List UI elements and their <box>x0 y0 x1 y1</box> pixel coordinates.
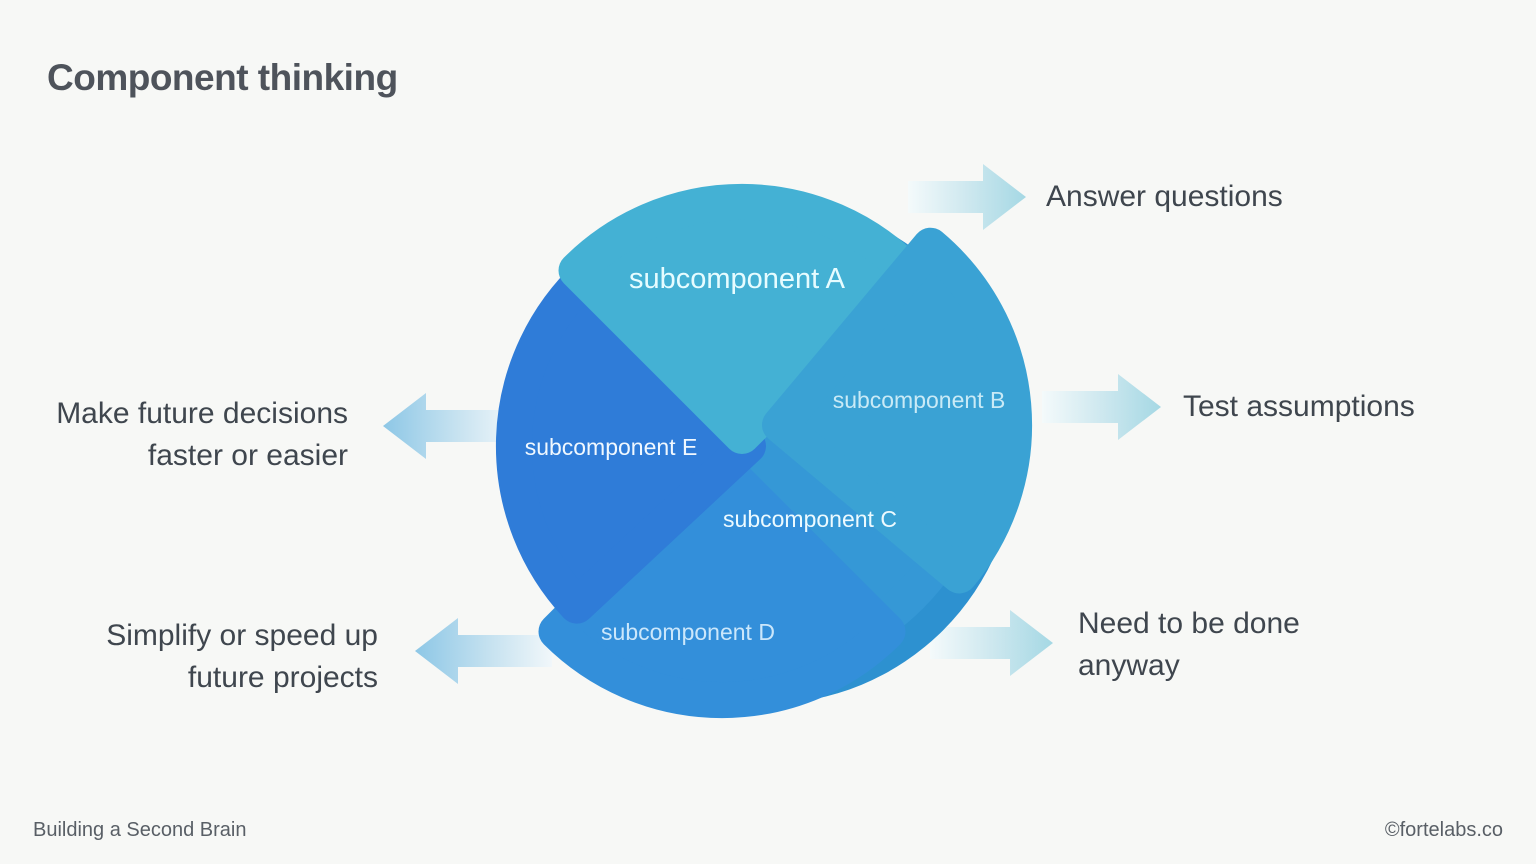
arrow-right-need-to-be-done <box>930 610 1053 676</box>
callout-line: faster or easier <box>147 439 348 472</box>
segment-subcomponent-a <box>558 184 926 454</box>
label-subcomponent-d: subcomponent D <box>601 619 775 645</box>
arrow-right-answer-questions <box>908 164 1026 230</box>
callout-need-to-be-done: Need to be done anyway <box>1078 603 1300 687</box>
label-subcomponent-b: subcomponent B <box>833 387 1006 413</box>
callout-answer-questions: Answer questions <box>1046 176 1283 218</box>
callout-line: anyway <box>1078 649 1180 682</box>
footer-copyright: ©fortelabs.co <box>1384 819 1503 841</box>
page-title: Component thinking <box>47 57 398 98</box>
callout-line: future projects <box>187 661 378 694</box>
segment-subcomponent-e <box>495 256 766 624</box>
callout-line: Make future decisions <box>56 397 348 430</box>
arrow-right-test-assumptions <box>1042 374 1161 440</box>
callout-line: Need to be done <box>1078 607 1300 640</box>
segment-subcomponent-d <box>538 448 906 718</box>
label-subcomponent-e: subcomponent E <box>525 434 698 460</box>
callout-make-future-decisions: Make future decisions faster or easier <box>56 393 348 477</box>
callout-line: Answer questions <box>1046 180 1283 213</box>
label-subcomponent-a: subcomponent A <box>629 263 846 295</box>
arrow-left-simplify <box>415 618 552 684</box>
segment-subcomponent-b <box>762 227 1033 594</box>
callout-line: Simplify or speed up <box>106 619 378 652</box>
callout-simplify-future-projects: Simplify or speed up future projects <box>106 615 378 699</box>
callout-test-assumptions: Test assumptions <box>1183 386 1415 428</box>
callout-line: Test assumptions <box>1183 390 1415 423</box>
footer-book-title: Building a Second Brain <box>33 819 247 841</box>
label-subcomponent-c: subcomponent C <box>723 506 897 532</box>
arrow-left-make-future-decisions <box>383 393 516 459</box>
